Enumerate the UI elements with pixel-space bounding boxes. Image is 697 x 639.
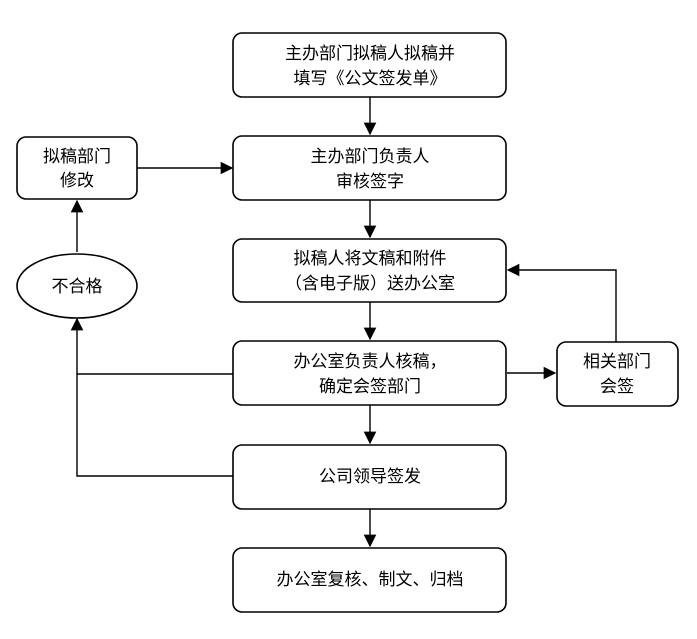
node-final-processing-line1: 办公室复核、制文、归档 [277, 570, 464, 590]
node-leader-sign: 公司领导签发 [232, 444, 507, 510]
node-draft-line1: 主办部门拟稿人拟稿并 [285, 44, 455, 64]
node-countersign: 相关部门 会签 [556, 341, 679, 407]
node-draft: 主办部门拟稿人拟稿并 填写《公文签发单》 [232, 32, 507, 98]
node-revise-line2: 修改 [60, 171, 94, 191]
node-dept-head-review: 主办部门负责人 审核签字 [232, 135, 507, 201]
node-final-processing: 办公室复核、制文、归档 [232, 547, 507, 613]
node-countersign-line1: 相关部门 [583, 352, 651, 372]
node-leader-sign-line1: 公司领导签发 [319, 467, 421, 487]
node-draft-line2: 填写《公文签发单》 [294, 69, 447, 89]
node-office-head-review-line1: 办公室负责人核稿， [294, 352, 447, 372]
node-dept-head-review-line2: 审核签字 [336, 172, 404, 192]
edges [70, 97, 617, 548]
edge-countersign-to-submit [506, 263, 617, 342]
node-office-head-review-line2: 确定会签部门 [319, 377, 421, 397]
node-submit-to-office-line2: （含电子版）送办公室 [285, 274, 455, 294]
node-revise: 拟稿部门 修改 [16, 136, 138, 200]
node-revise-line1: 拟稿部门 [43, 147, 111, 167]
node-submit-to-office: 拟稿人将文稿和附件 （含电子版）送办公室 [232, 238, 507, 303]
edge-office-head-to-fail [70, 317, 233, 375]
node-fail-line1: 不合格 [52, 277, 103, 297]
node-submit-to-office-line1: 拟稿人将文稿和附件 [294, 249, 447, 269]
node-fail: 不合格 [16, 253, 138, 319]
node-dept-head-review-line1: 主办部门负责人 [311, 147, 430, 167]
node-countersign-line2: 会签 [600, 377, 634, 397]
edge-leader-to-fail [76, 374, 233, 477]
node-office-head-review: 办公室负责人核稿， 确定会签部门 [232, 340, 507, 406]
